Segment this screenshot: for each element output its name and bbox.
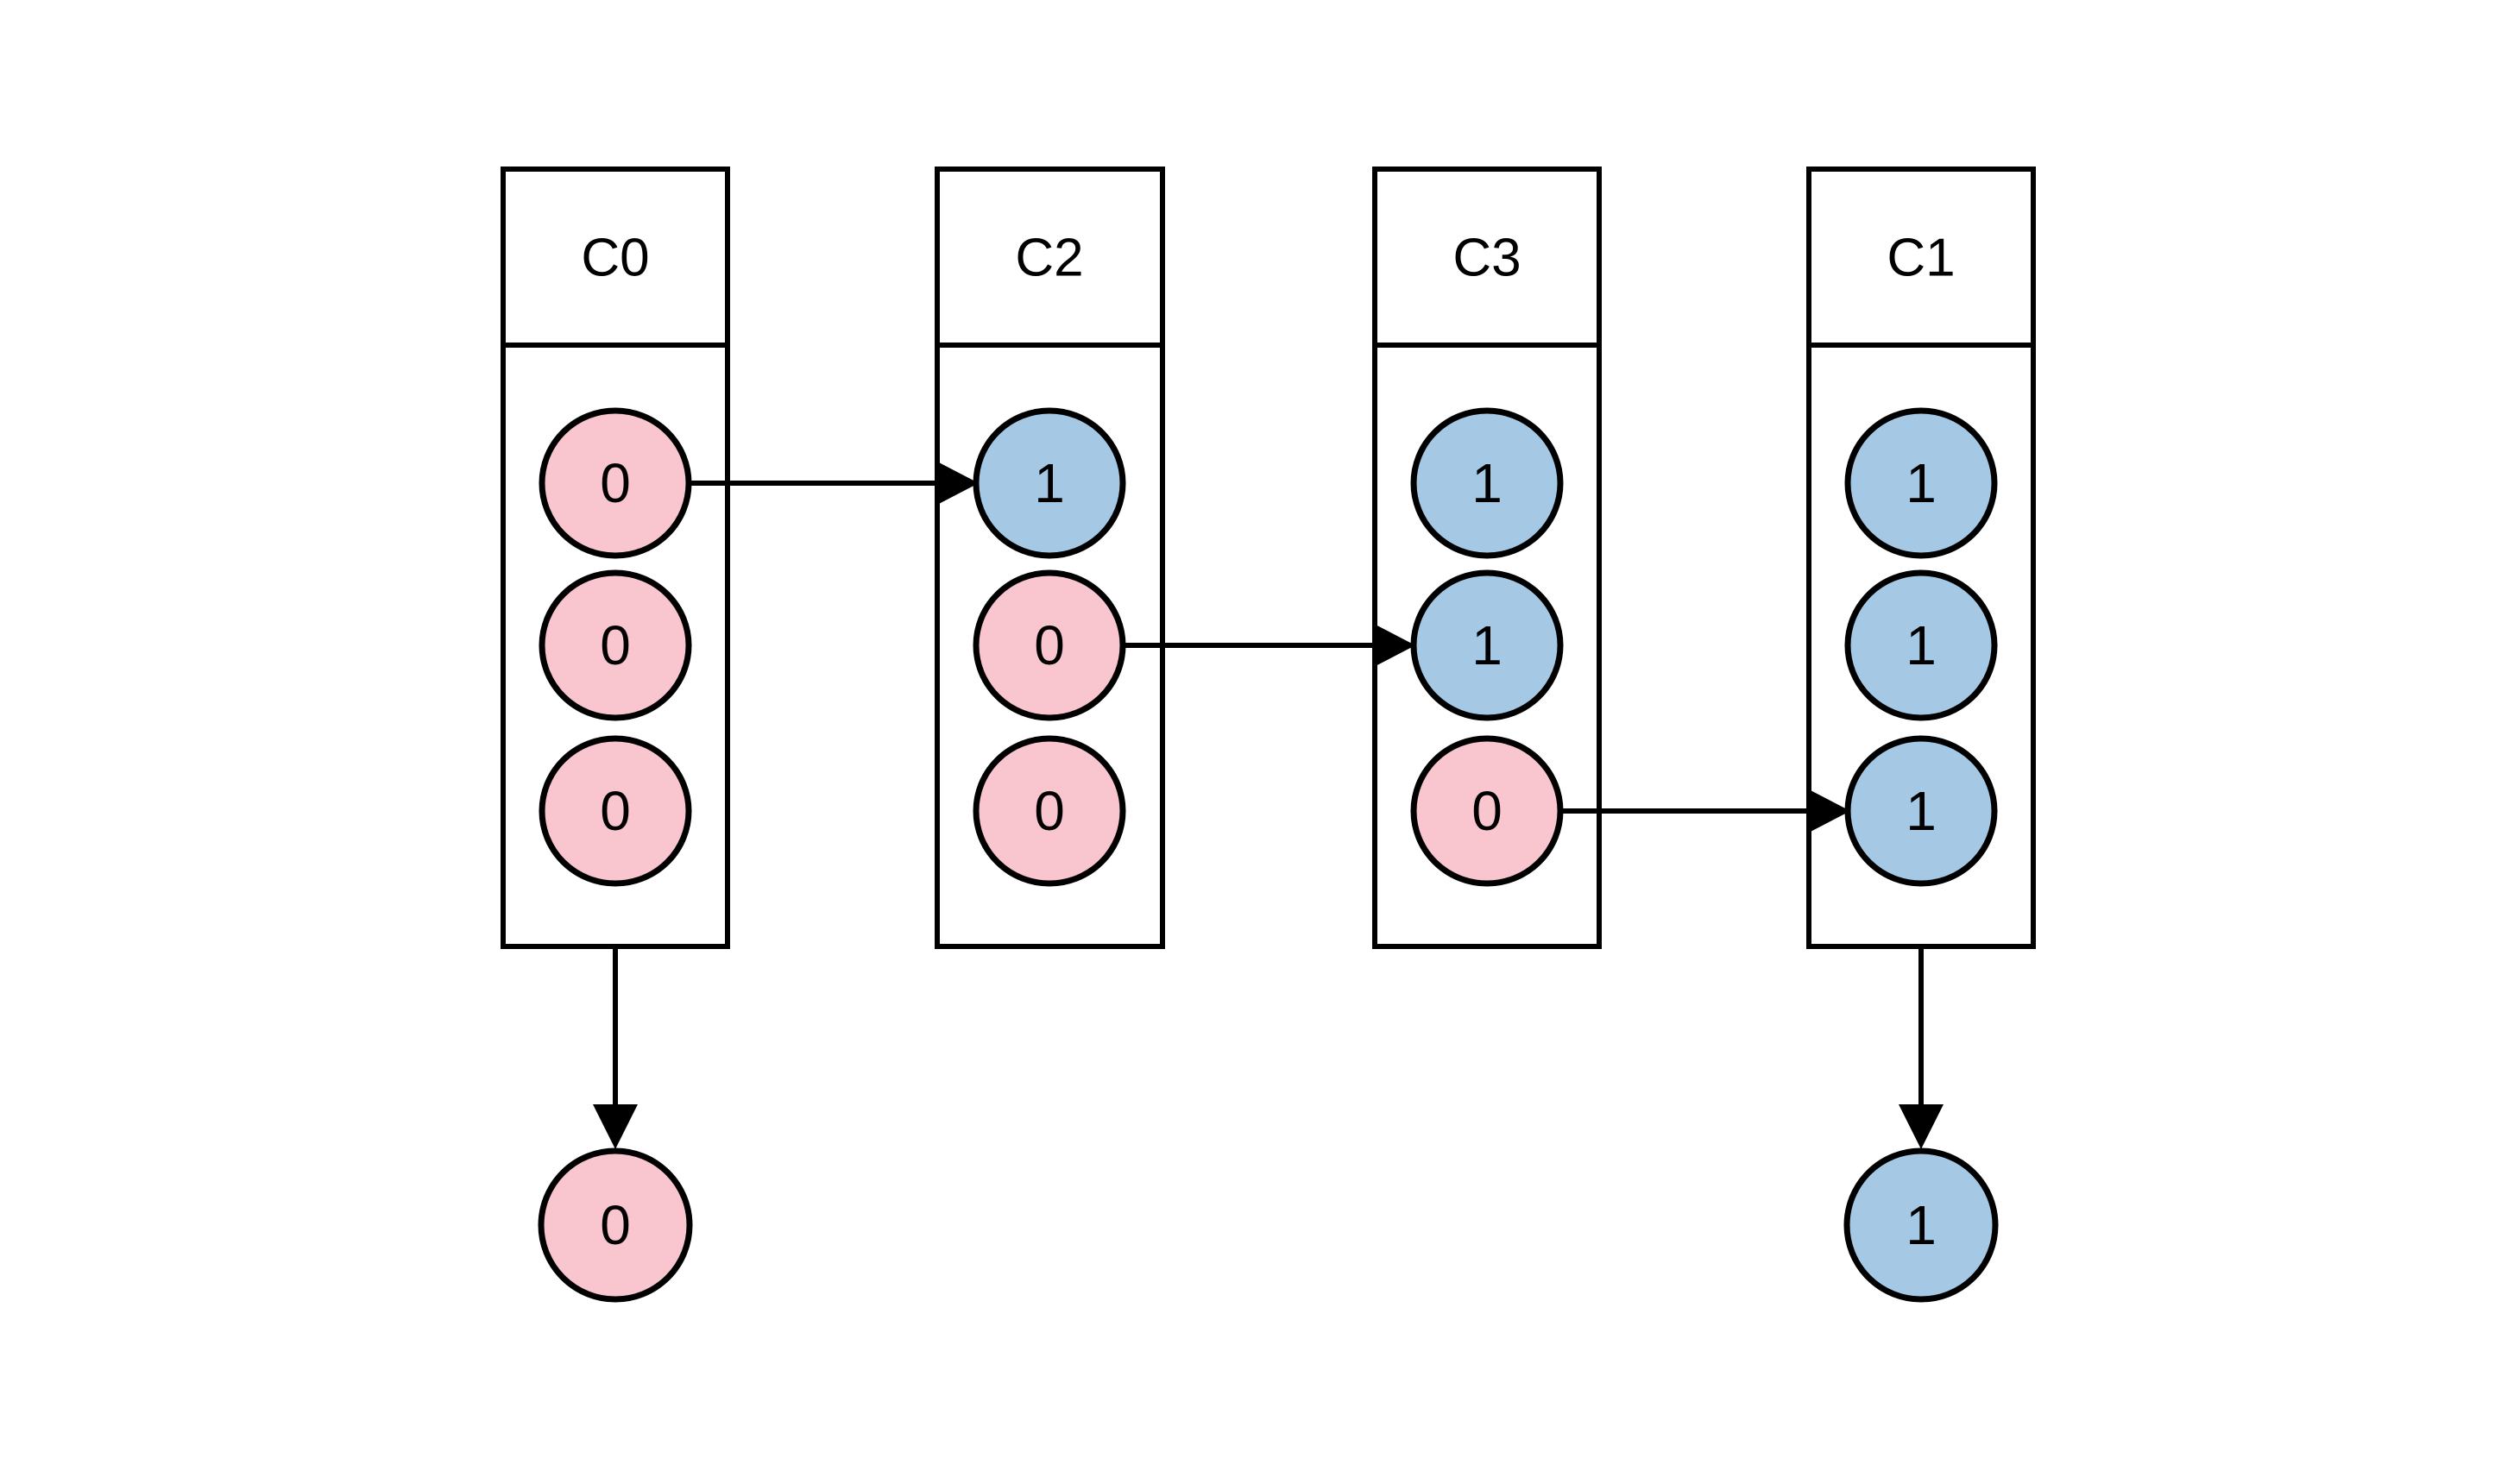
node-c0-overflow[interactable]: 0 bbox=[538, 1147, 693, 1303]
node-c1-0[interactable]: 1 bbox=[1844, 407, 1998, 559]
node-c3-0-label: 1 bbox=[1471, 452, 1503, 514]
edge-c0-row0-to-c2-row0 bbox=[689, 461, 979, 506]
node-c1-overflow-shape bbox=[1843, 1147, 1999, 1303]
edge-c3-row2-to-c1-row2 bbox=[1560, 789, 1850, 833]
node-c0-1[interactable]: 0 bbox=[539, 569, 692, 721]
node-c0-0[interactable]: 0 bbox=[539, 407, 692, 559]
node-c2-1[interactable]: 0 bbox=[973, 569, 1126, 721]
edge-c3-row2-to-c1-row2-arrowhead bbox=[1807, 789, 1850, 833]
node-c3-0-shape bbox=[1410, 407, 1564, 559]
node-c3-1-label: 1 bbox=[1471, 614, 1503, 676]
column-c0-title: C0 bbox=[581, 228, 649, 287]
node-c0-2[interactable]: 0 bbox=[539, 735, 692, 887]
node-c1-1-shape bbox=[1844, 569, 1998, 721]
node-c1-0-label: 1 bbox=[1906, 452, 1937, 514]
node-c1-overflow[interactable]: 1 bbox=[1843, 1147, 1999, 1303]
column-c0[interactable]: C0 0 0 0 bbox=[501, 167, 730, 949]
column-c3-title: C3 bbox=[1452, 228, 1521, 287]
edge-c2-row1-to-c3-row1 bbox=[1123, 623, 1415, 668]
node-c1-0-shape bbox=[1844, 407, 1998, 559]
node-c2-1-label: 0 bbox=[1034, 614, 1065, 676]
node-c2-2-shape bbox=[973, 735, 1126, 887]
node-c3-0[interactable]: 1 bbox=[1410, 407, 1564, 559]
node-c2-2-label: 0 bbox=[1034, 780, 1065, 842]
edge-c0-row0-to-c2-row0-arrowhead bbox=[936, 461, 979, 506]
node-c0-2-label: 0 bbox=[600, 780, 631, 842]
node-c0-1-label: 0 bbox=[600, 614, 631, 676]
column-c2[interactable]: C2 1 0 0 bbox=[935, 167, 1165, 949]
column-c3[interactable]: C3 1 1 0 bbox=[1372, 167, 1602, 949]
edge-c1-to-overflow-arrowhead bbox=[1899, 1104, 1944, 1149]
node-c3-1[interactable]: 1 bbox=[1410, 569, 1564, 721]
node-c1-1-label: 1 bbox=[1906, 614, 1937, 676]
node-c0-2-shape bbox=[539, 735, 692, 887]
node-c0-overflow-label: 0 bbox=[600, 1194, 631, 1256]
node-c1-2-label: 1 bbox=[1906, 780, 1937, 842]
node-c0-1-shape bbox=[539, 569, 692, 721]
node-c1-overflow-label: 1 bbox=[1906, 1194, 1937, 1256]
node-c1-2[interactable]: 1 bbox=[1844, 735, 1998, 887]
edge-c0-to-overflow bbox=[593, 946, 638, 1149]
node-c3-2-label: 0 bbox=[1471, 780, 1503, 842]
node-c0-overflow-shape bbox=[538, 1147, 693, 1303]
node-c1-1[interactable]: 1 bbox=[1844, 569, 1998, 721]
node-c3-2[interactable]: 0 bbox=[1410, 735, 1564, 887]
edge-c2-row1-to-c3-row1-arrowhead bbox=[1372, 623, 1415, 668]
column-c1-title: C1 bbox=[1887, 228, 1955, 287]
node-c2-2[interactable]: 0 bbox=[973, 735, 1126, 887]
column-c1[interactable]: C1 1 1 1 bbox=[1806, 167, 2036, 949]
edge-c1-to-overflow bbox=[1899, 946, 1944, 1149]
node-c0-0-label: 0 bbox=[600, 452, 631, 514]
node-c2-0[interactable]: 1 bbox=[973, 407, 1126, 559]
column-c2-title: C2 bbox=[1015, 228, 1083, 287]
edge-c0-to-overflow-arrowhead bbox=[593, 1104, 638, 1149]
node-c2-0-label: 1 bbox=[1034, 452, 1065, 514]
